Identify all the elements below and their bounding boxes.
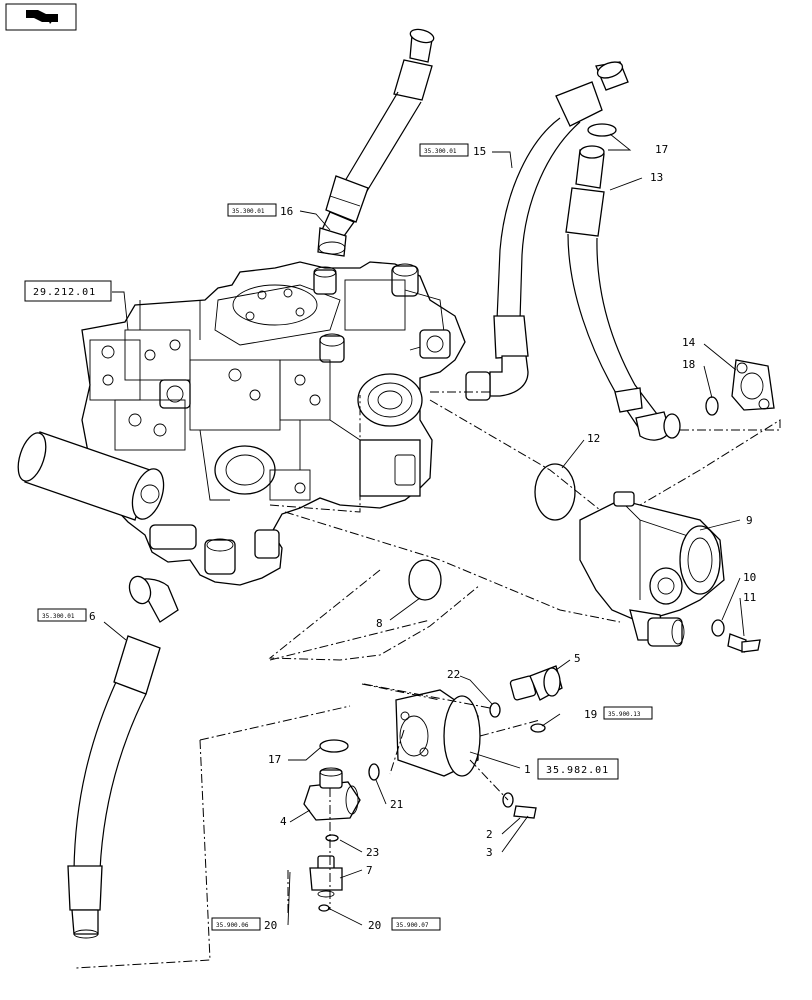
callout-9: 9 [746, 514, 753, 527]
next-page-arrow-icon[interactable] [5, 3, 77, 31]
callout-14: 14 [682, 336, 696, 349]
o-ring-20 [318, 904, 330, 912]
svg-text:35.300.01: 35.300.01 [424, 148, 457, 155]
svg-text:35.900.06: 35.900.06 [216, 922, 249, 929]
elbow-fitting-5 [509, 665, 563, 701]
hose-16 [317, 28, 435, 257]
o-ring-21 [368, 763, 380, 781]
callout-16: 16 [280, 205, 293, 218]
callout-2: 2 [486, 828, 493, 841]
callout-6: 6 [89, 610, 96, 623]
washer-10 [711, 619, 725, 637]
o-ring-18 [705, 396, 719, 416]
reference-box-29-212-01[interactable]: 29.212.01 [24, 280, 112, 302]
callout-4: 4 [280, 815, 287, 828]
leader-lines [103, 133, 745, 926]
callout-7: 7 [366, 864, 373, 877]
fitting-7 [309, 855, 343, 898]
hose-6 [67, 575, 179, 939]
svg-text:35.982.01: 35.982.01 [546, 765, 609, 776]
reference-box-35-982-01[interactable]: 35.982.01 [537, 758, 619, 780]
callout-19: 19 [584, 708, 597, 721]
bolt-11 [727, 633, 761, 653]
callout-21: 21 [390, 798, 403, 811]
o-ring-8 [408, 559, 442, 601]
o-ring-17-bottom [319, 739, 349, 753]
svg-text:35.300.01: 35.300.01 [232, 208, 265, 215]
valve-block-assembly [17, 261, 466, 586]
hose-13 [565, 145, 681, 441]
o-ring-19 [530, 723, 546, 733]
pump-9 [579, 491, 725, 647]
filter-head-1 [395, 689, 481, 777]
callout-20-left: 20 [264, 919, 277, 932]
svg-text:35.300.01: 35.300.01 [42, 613, 75, 620]
callout-1: 1 [524, 763, 531, 776]
callout-5: 5 [574, 652, 581, 665]
reference-box-35-900-07[interactable]: 35.900.07 [391, 917, 441, 931]
o-ring-23 [325, 834, 339, 842]
callout-11: 11 [743, 591, 756, 604]
o-ring-12 [534, 463, 576, 521]
o-ring-17-top [587, 123, 617, 137]
reference-box-35-900-06[interactable]: 35.900.06 [211, 917, 261, 931]
bolt-3 [513, 805, 537, 819]
callout-20-right: 20 [368, 919, 381, 932]
fitting-4 [303, 767, 361, 821]
callout-17: 17 [655, 143, 668, 156]
callout-8: 8 [376, 617, 383, 630]
callout-17-lower: 17 [268, 753, 281, 766]
flange-14 [731, 359, 775, 411]
reference-box-35-300-01-hose15[interactable]: 35.300.01 [419, 143, 469, 157]
assembly-lines [75, 391, 781, 969]
o-ring-22 [489, 702, 501, 718]
callout-18: 18 [682, 358, 695, 371]
callout-12: 12 [587, 432, 600, 445]
callout-10: 10 [743, 571, 756, 584]
reference-box-35-300-01-hose6[interactable]: 35.300.01 [37, 608, 87, 622]
callout-3: 3 [486, 846, 493, 859]
svg-text:35.900.13: 35.900.13 [608, 711, 641, 718]
hose-15 [465, 61, 629, 401]
callout-23: 23 [366, 846, 379, 859]
reference-box-35-300-01-hose16[interactable]: 35.300.01 [227, 203, 277, 217]
callout-22: 22 [447, 668, 460, 681]
callout-labels: 16 15 17 13 14 18 12 9 10 11 6 8 22 5 19… [89, 143, 756, 932]
svg-text:35.900.07: 35.900.07 [396, 922, 429, 929]
callout-13: 13 [650, 171, 663, 184]
reference-box-35-900-13[interactable]: 35.900.13 [603, 706, 653, 720]
callout-15: 15 [473, 145, 486, 158]
svg-text:29.212.01: 29.212.01 [33, 287, 96, 298]
